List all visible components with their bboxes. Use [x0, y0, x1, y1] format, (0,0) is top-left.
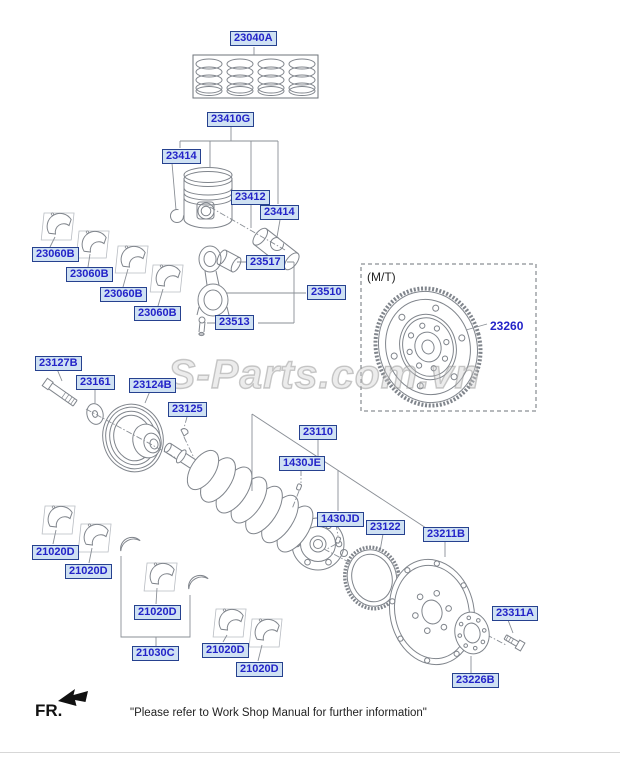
- part-label-21020D-2[interactable]: 21020D: [65, 564, 112, 579]
- leader-lines-front: [56, 368, 195, 460]
- part-label-23161[interactable]: 23161: [76, 375, 115, 390]
- bearing-shell: [248, 618, 283, 648]
- part-label-21020D-1[interactable]: 21020D: [32, 545, 79, 560]
- page-bottom-rule: [0, 752, 620, 753]
- bearing-shell: [149, 264, 184, 293]
- piston-drawing: [183, 167, 233, 229]
- woodruff-key-front-drawing: [180, 428, 189, 437]
- snap-ring-right-drawing: [270, 237, 284, 251]
- part-label-23414-right[interactable]: 23414: [260, 205, 299, 220]
- part-label-23125[interactable]: 23125: [168, 402, 207, 417]
- crank-pulley-drawing: [102, 403, 164, 473]
- part-label-23226B[interactable]: 23226B: [452, 673, 499, 688]
- part-label-23122[interactable]: 23122: [366, 520, 405, 535]
- washer-drawing: [86, 403, 104, 425]
- main-bearing-lower-group: [41, 505, 283, 662]
- part-label-21020D-4[interactable]: 21020D: [202, 643, 249, 658]
- part-label-21020D-3[interactable]: 21020D: [134, 605, 181, 620]
- bearing-shell: [212, 608, 247, 638]
- part-label-23110[interactable]: 23110: [299, 425, 337, 440]
- ring-gear-drawing: [343, 545, 401, 611]
- crank-key-drawings: [296, 483, 341, 544]
- rod-bolt-drawing: [198, 316, 206, 337]
- part-label-23412[interactable]: 23412: [231, 190, 270, 205]
- part-label-23211B[interactable]: 23211B: [423, 527, 469, 542]
- thrust-washer: [120, 536, 141, 552]
- fr-direction-arrow-icon: [58, 689, 88, 706]
- part-label-21030C[interactable]: 21030C: [132, 646, 179, 661]
- part-label-23124B[interactable]: 23124B: [129, 378, 176, 393]
- bearing-shell: [40, 212, 75, 241]
- snap-ring-left-drawing: [170, 209, 184, 223]
- part-label-1430JD[interactable]: 1430JD: [317, 512, 364, 527]
- mt-box-caption: (M/T): [367, 270, 396, 284]
- piston-rings-drawing: [192, 54, 319, 99]
- part-label-23311A[interactable]: 23311A: [492, 606, 538, 621]
- bearing-shell: [77, 523, 112, 553]
- leader-lines-piston: [171, 47, 306, 324]
- part-label-23060B-3[interactable]: 23060B: [100, 287, 147, 302]
- thrust-washer: [188, 574, 209, 590]
- crankshaft-drawing: [163, 442, 348, 571]
- part-label-23414-left[interactable]: 23414: [162, 149, 201, 164]
- pulley-bolt-drawing: [41, 377, 78, 407]
- bearing-shell: [114, 245, 149, 274]
- part-label-23510[interactable]: 23510: [307, 285, 346, 300]
- bearing-shell: [41, 505, 76, 535]
- drive-plate-drawing: [388, 558, 476, 666]
- part-label-23517[interactable]: 23517: [246, 255, 285, 270]
- mt-flywheel-box: [360, 263, 537, 412]
- flywheel-drawing: [373, 286, 483, 408]
- plate-bolt-drawing: [503, 634, 526, 652]
- bearing-shell: [75, 230, 110, 259]
- part-label-23410G[interactable]: 23410G: [207, 112, 255, 127]
- part-label-23260[interactable]: 23260: [490, 319, 524, 333]
- leader-lines-plate: [470, 619, 514, 673]
- part-label-1430JE[interactable]: 1430JE: [279, 456, 325, 471]
- part-label-23040A[interactable]: 23040A: [230, 31, 277, 46]
- part-label-23060B-2[interactable]: 23060B: [66, 267, 113, 282]
- bearing-shell: [143, 562, 178, 592]
- part-label-23127B[interactable]: 23127B: [35, 356, 82, 371]
- fr-direction-label: FR.: [35, 701, 63, 720]
- connecting-rod-drawing: [196, 245, 230, 317]
- part-label-23060B-1[interactable]: 23060B: [32, 247, 79, 262]
- part-label-21020D-5[interactable]: 21020D: [236, 662, 283, 677]
- rod-bushing-drawing: [216, 249, 242, 273]
- part-label-23060B-4[interactable]: 23060B: [134, 306, 181, 321]
- main-bearing-upper-group: [40, 212, 184, 307]
- workshop-manual-note: "Please refer to Work Shop Manual for fu…: [130, 707, 427, 719]
- spacer-plate-drawing: [454, 611, 490, 655]
- part-label-23513[interactable]: 23513: [215, 315, 254, 330]
